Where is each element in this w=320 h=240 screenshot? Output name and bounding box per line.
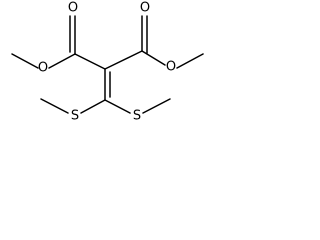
bond-right-o-me <box>176 53 204 69</box>
bond-s-right-me <box>142 98 171 114</box>
bond-s-left-me <box>40 98 69 114</box>
bond-c-right-carbonyl <box>104 50 143 70</box>
atom-o-carbonyl-right: O <box>140 1 150 16</box>
atom-o-carbonyl-left: O <box>68 1 78 16</box>
bond-right-c-o <box>141 50 166 66</box>
bond-left-c-o <box>48 53 76 69</box>
bond-left-o-me <box>11 53 39 69</box>
bond-c-s-right <box>104 99 131 114</box>
bond-c-left-carbonyl <box>74 53 106 70</box>
atom-s-left: S <box>71 109 79 124</box>
atom-o-ester-right: O <box>166 60 176 75</box>
chemical-structure: O O O O S S <box>11 1 204 124</box>
atom-o-ester-left: O <box>38 61 48 76</box>
bond-c-s-left <box>80 99 106 114</box>
atom-s-right: S <box>133 109 141 124</box>
